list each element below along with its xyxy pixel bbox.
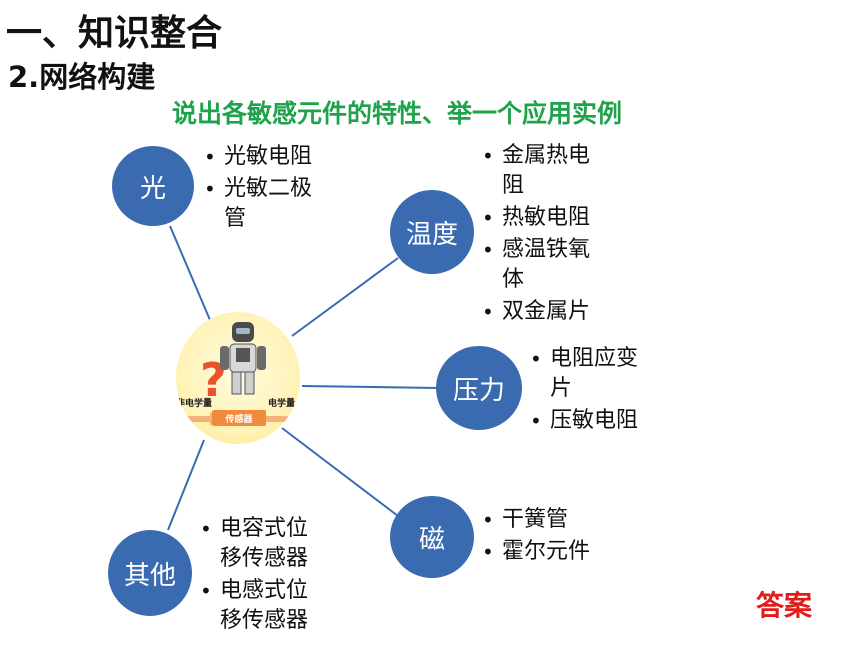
node-magnetic: 磁	[390, 496, 474, 578]
node-other-label: 其他	[123, 560, 176, 591]
node-pressure: 压力	[436, 346, 522, 430]
list-item: 霍尔元件	[480, 537, 620, 567]
prompt-text: 说出各敏感元件的特性、举一个应用实例	[172, 99, 623, 128]
answer-link[interactable]: 答案	[756, 589, 813, 622]
list-other: 电容式位移传感器 电感式位移传感器	[198, 514, 328, 638]
list-item: 电阻应变片	[528, 344, 658, 404]
list-temperature: 金属热电阻 热敏电阻 感温铁氧体 双金属片	[480, 141, 610, 329]
list-item: 电容式位移传感器	[198, 514, 328, 574]
page-title: 一、知识整合	[6, 13, 223, 54]
node-other: 其他	[108, 530, 192, 616]
section-subtitle: 2.网络构建	[8, 60, 156, 94]
list-item: 双金属片	[480, 297, 610, 327]
connector-pressure	[301, 385, 439, 389]
connector-temperature	[291, 257, 399, 337]
input-label: 非电学量	[176, 399, 213, 409]
node-magnetic-label: 磁	[418, 524, 445, 555]
connector-magnetic	[281, 427, 399, 517]
connector-other	[167, 439, 205, 531]
list-item: 金属热电阻	[480, 141, 610, 201]
list-item: 热敏电阻	[480, 203, 610, 233]
node-light-label: 光	[139, 173, 166, 204]
list-item: 光敏电阻	[202, 142, 332, 172]
node-light: 光	[112, 146, 194, 226]
node-pressure-label: 压力	[452, 375, 505, 406]
node-temperature: 温度	[390, 190, 474, 274]
connector-light	[169, 225, 211, 321]
list-item: 电感式位移传感器	[198, 576, 328, 636]
output-label: 电学量	[268, 399, 296, 409]
list-item: 感温铁氧体	[480, 235, 610, 295]
list-item: 光敏二极管	[202, 174, 332, 234]
robot-icon: ?	[180, 322, 298, 426]
node-temperature-label: 温度	[405, 219, 458, 250]
sensor-box: 传感器	[212, 410, 266, 426]
list-pressure: 电阻应变片 压敏电阻	[528, 344, 658, 438]
list-item: 压敏电阻	[528, 406, 658, 436]
list-light: 光敏电阻 光敏二极管	[202, 142, 332, 236]
sensor-illustration: ? 非电学量 电学量 传感器	[176, 312, 300, 444]
list-magnetic: 干簧管 霍尔元件	[480, 505, 620, 569]
list-item: 干簧管	[480, 505, 620, 535]
